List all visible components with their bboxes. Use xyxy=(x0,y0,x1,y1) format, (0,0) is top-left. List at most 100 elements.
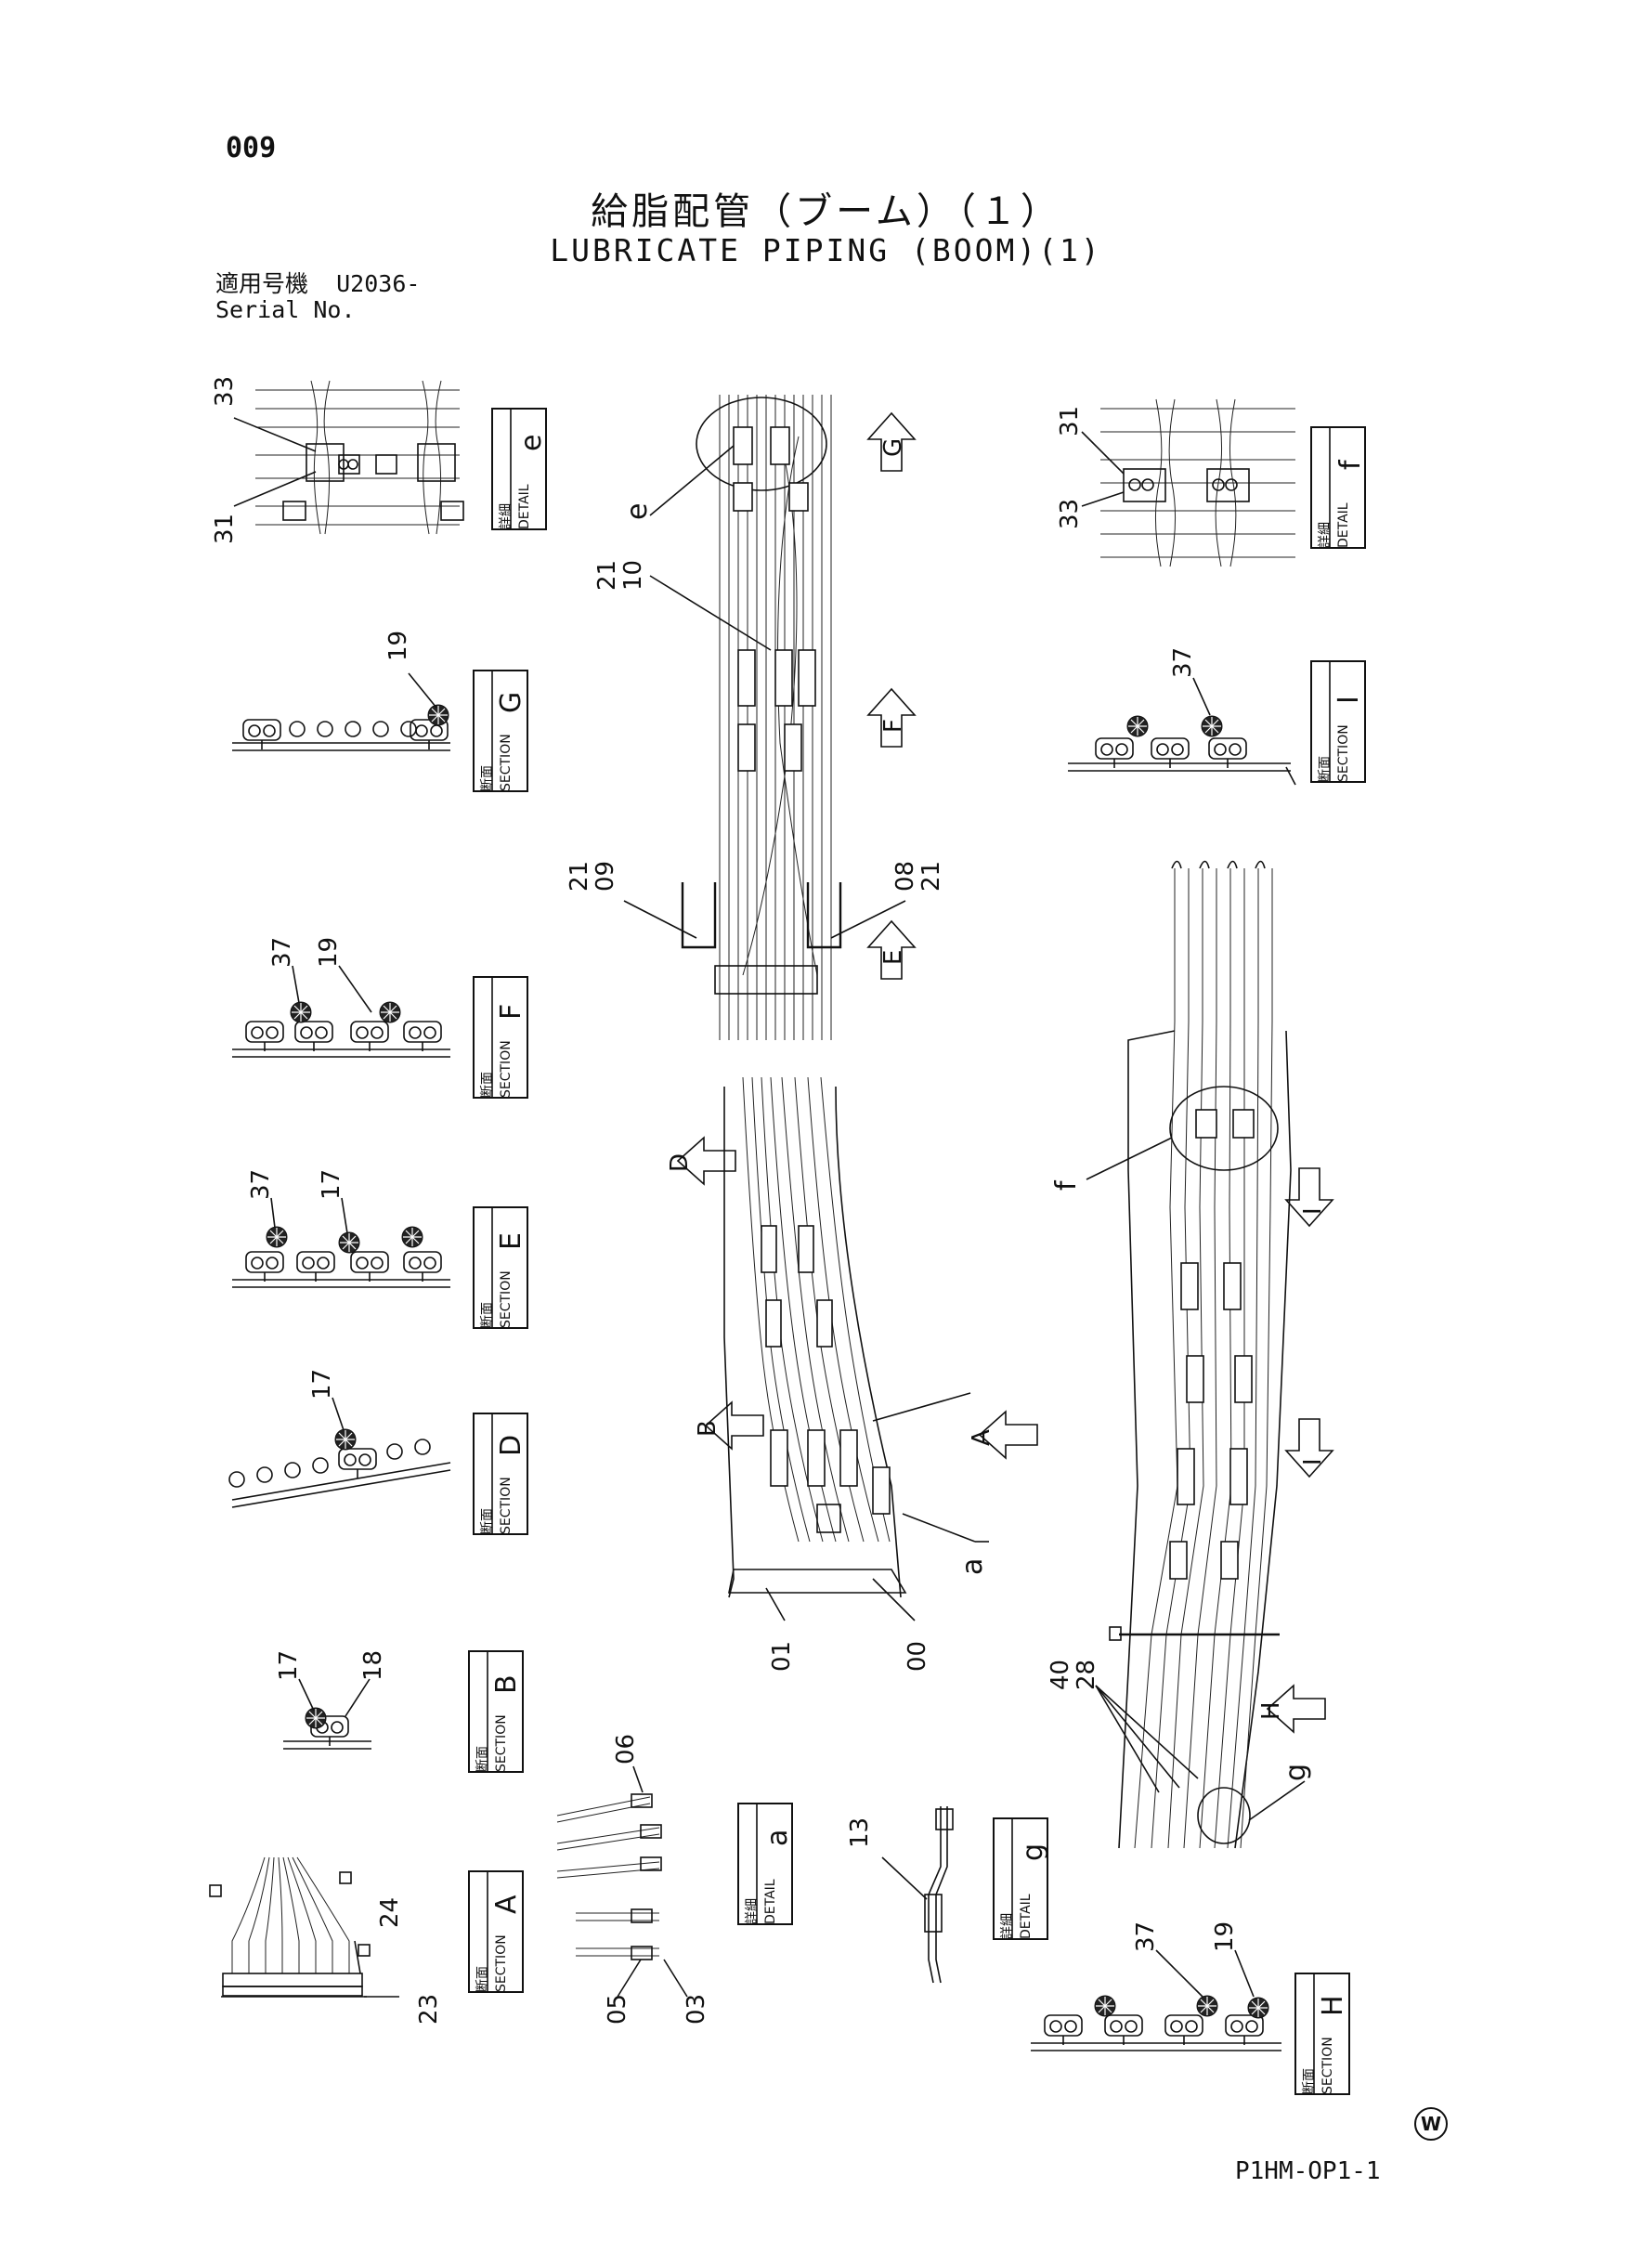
title-english: LUBRICATE PIPING (BOOM)(1) xyxy=(550,232,1102,268)
part-number: 31 xyxy=(211,514,239,544)
detail-marker-g: g xyxy=(1280,1764,1312,1781)
svg-text:f: f xyxy=(1334,459,1367,470)
svg-text:I: I xyxy=(1299,1458,1327,1465)
serial-label-en: Serial No. xyxy=(215,296,356,323)
part-number: 19 xyxy=(315,937,343,968)
svg-text:D: D xyxy=(666,1153,694,1172)
section-a-view xyxy=(209,1856,399,1998)
lower-boom-view xyxy=(723,1076,989,1621)
section-i-callout: 断面 SECTION I xyxy=(1310,660,1366,783)
part-number: 21 xyxy=(593,560,621,591)
serial-label-jp: 適用号機 xyxy=(215,270,309,297)
section-f-callout: 断面 SECTION F xyxy=(473,976,528,1099)
title-japanese: 給脂配管（ブーム）（１） xyxy=(591,190,1061,233)
svg-text:B: B xyxy=(490,1674,523,1694)
part-number: 17 xyxy=(308,1369,336,1400)
svg-text:A: A xyxy=(490,1895,523,1914)
part-number: 24 xyxy=(376,1897,404,1928)
part-number: 37 xyxy=(247,1169,275,1200)
view-arrow-i-lower: I xyxy=(1285,1418,1333,1478)
part-number: 06 xyxy=(612,1734,640,1765)
view-arrow-b: B xyxy=(694,1401,764,1450)
detail-g-callout: 詳細 DETAIL g xyxy=(993,1817,1049,1940)
detail-f-view xyxy=(1081,398,1295,567)
detail-f-callout: 詳細 DETAIL f xyxy=(1310,426,1367,549)
part-number: 31 xyxy=(1056,406,1084,436)
part-number: 33 xyxy=(211,376,239,407)
right-boom-view xyxy=(1086,860,1306,1849)
svg-text:SECTION: SECTION xyxy=(499,1040,514,1098)
part-number: 03 xyxy=(683,1994,710,2025)
part-number: 09 xyxy=(592,861,619,892)
part-number: 13 xyxy=(846,1817,874,1848)
section-h-view xyxy=(1031,1949,1281,2051)
svg-text:g: g xyxy=(1017,1843,1049,1861)
section-a-callout: 断面 SECTION A xyxy=(468,1870,524,1993)
section-e-callout: 断面 SECTION E xyxy=(473,1206,528,1329)
section-e-view xyxy=(232,1197,450,1288)
section-h-callout: 断面 SECTION H xyxy=(1294,1973,1350,2095)
svg-text:断面: 断面 xyxy=(475,1746,490,1772)
svg-text:I: I xyxy=(1333,696,1365,704)
serial-block: 適用号機 U2036- Serial No. xyxy=(215,271,420,323)
part-number: 37 xyxy=(1169,647,1197,678)
part-number: 23 xyxy=(415,1994,443,2025)
view-arrow-g: G xyxy=(867,412,916,472)
svg-text:断面: 断面 xyxy=(1302,2068,1317,2094)
part-number: 28 xyxy=(1073,1660,1100,1690)
upper-boom-view xyxy=(623,395,906,1040)
svg-text:e: e xyxy=(515,435,548,451)
view-arrow-f: F xyxy=(867,688,916,748)
part-number: 18 xyxy=(359,1650,387,1681)
svg-text:A: A xyxy=(968,1429,995,1446)
svg-text:B: B xyxy=(694,1420,722,1437)
svg-text:SECTION: SECTION xyxy=(1336,724,1351,782)
detail-marker-e: e xyxy=(621,503,654,520)
svg-text:E: E xyxy=(879,950,907,965)
part-number: 17 xyxy=(318,1169,345,1200)
detail-a-callout: 詳細 DETAIL a xyxy=(737,1803,794,1925)
svg-text:SECTION: SECTION xyxy=(494,1714,509,1772)
section-g-view xyxy=(232,672,450,751)
svg-text:SECTION: SECTION xyxy=(499,734,514,791)
section-b-view xyxy=(283,1678,371,1750)
part-number: 19 xyxy=(1211,1921,1239,1952)
section-b-callout: 断面 SECTION B xyxy=(468,1650,524,1773)
part-number: 05 xyxy=(604,1994,631,2025)
part-number: 00 xyxy=(904,1641,931,1672)
svg-text:D: D xyxy=(495,1435,527,1456)
view-arrow-a: A xyxy=(968,1411,1038,1459)
detail-a-view xyxy=(556,1765,688,1998)
svg-text:断面: 断面 xyxy=(480,1302,495,1328)
svg-text:H: H xyxy=(1257,1701,1285,1720)
svg-text:詳細: 詳細 xyxy=(1000,1913,1015,1939)
view-arrow-e: E xyxy=(867,920,916,980)
part-number: 40 xyxy=(1047,1660,1074,1690)
detail-marker-a: a xyxy=(956,1558,989,1575)
detail-g-view xyxy=(881,1806,954,1984)
svg-text:F: F xyxy=(879,719,907,733)
svg-text:G: G xyxy=(879,438,907,457)
part-number: 10 xyxy=(619,560,647,591)
view-arrow-i-upper: I xyxy=(1285,1167,1333,1227)
page-number: 009 xyxy=(226,132,277,164)
detail-marker-f: f xyxy=(1050,1179,1083,1191)
svg-text:DETAIL: DETAIL xyxy=(763,1879,778,1924)
part-number: 01 xyxy=(768,1641,796,1672)
section-d-view xyxy=(228,1397,451,1508)
svg-text:詳細: 詳細 xyxy=(499,503,514,529)
svg-text:断面: 断面 xyxy=(475,1966,490,1992)
svg-text:DETAIL: DETAIL xyxy=(1336,502,1351,548)
svg-text:詳細: 詳細 xyxy=(745,1898,760,1924)
serial-value: U2036- xyxy=(336,270,421,297)
svg-text:F: F xyxy=(495,1004,527,1020)
watermark-circle: W xyxy=(1414,2107,1448,2141)
detail-e-view xyxy=(233,380,464,535)
svg-text:SECTION: SECTION xyxy=(499,1270,514,1328)
part-number: 21 xyxy=(917,861,945,892)
view-arrow-d: D xyxy=(666,1137,736,1185)
section-g-callout: 断面 SECTION G xyxy=(473,670,528,792)
section-d-callout: 断面 SECTION D xyxy=(473,1413,528,1535)
part-number: 33 xyxy=(1056,499,1084,529)
